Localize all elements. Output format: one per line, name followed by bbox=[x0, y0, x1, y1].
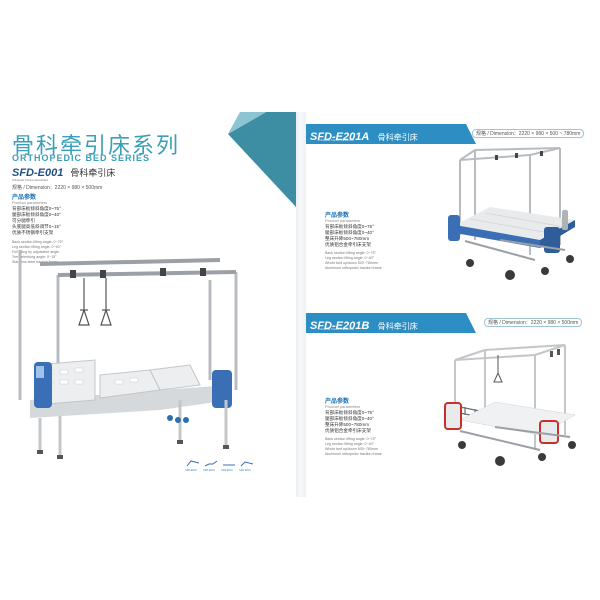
spec-item-en: Leg section lifting angle: 0~40° bbox=[325, 442, 375, 446]
spec-list-en: Back section lifting angle: 0~75° Leg se… bbox=[12, 240, 63, 265]
spec-item: 可分腿牵引 bbox=[12, 218, 35, 223]
product-dimension: 规格 / Dimension：2220 × 980 × 500 ~ 780mm bbox=[472, 129, 585, 138]
orthopedic-bed-illustration bbox=[444, 344, 576, 466]
product-model: SFD-E201A bbox=[310, 131, 370, 143]
spec-item: 优质铝合金牵引床支架 bbox=[325, 242, 371, 247]
decorative-triangles bbox=[228, 112, 296, 207]
product-dimension: 规格 / Dimension：2220 × 980 × 500mm bbox=[12, 185, 103, 191]
spec-item-en: Trendelenburg angle: 0~15° bbox=[12, 255, 57, 259]
product-name: 骨科牵引床 bbox=[377, 133, 418, 142]
spec-item: 背部床板倾斜角度0~75° bbox=[325, 410, 374, 415]
thumbnail-caption: SFD-E001 bbox=[203, 469, 215, 472]
product-model: SFD-E001 bbox=[12, 167, 64, 179]
product-heading: SFD-E201B 骨科牵引床 bbox=[310, 316, 418, 334]
model-banner bbox=[306, 124, 476, 144]
model-banner bbox=[306, 313, 476, 333]
spec-item-en: Leg section lifting angle: 0~40° bbox=[12, 245, 62, 249]
spec-list-cn: 背部床板倾斜角度0~75° 腿部床板倾斜角度0~40° 整床升降500~780m… bbox=[325, 224, 374, 248]
product-name: 骨科牵引床 bbox=[377, 322, 418, 331]
spec-item-en: Whole bed up/down 500~780mm bbox=[325, 447, 378, 451]
spec-item: 整床升降500~780mm bbox=[325, 236, 370, 241]
spec-item: 优质不锈钢牵引支架 bbox=[12, 230, 54, 235]
spec-item-en: Whole bed up/down 500~780mm bbox=[325, 261, 378, 265]
orthopedic-bed-illustration bbox=[448, 147, 575, 280]
spec-list-cn: 背部床板倾斜角度0~75° 腿部床板倾斜角度0~40° 可分腿牵引 头底腿高低斜… bbox=[12, 206, 61, 236]
bed-position-thumbnails bbox=[186, 460, 254, 467]
spec-item-en: Back section lifting angle: 0~75° bbox=[325, 437, 377, 441]
product-model: SFD-E201B bbox=[310, 320, 370, 332]
product-dimension: 规格 / Dimension：2220 × 980 × 500mm bbox=[484, 318, 583, 327]
thumbnail-caption: SFD-E001 bbox=[239, 469, 251, 472]
spec-item: 腿部床板倾斜角度0~40° bbox=[325, 416, 374, 421]
spec-item-en: Aluminum orthopedic traction frame bbox=[325, 266, 382, 270]
spec-item: 背部床板倾斜角度0~75° bbox=[12, 206, 61, 211]
product-heading: SFD-E201A 骨科牵引床 bbox=[310, 127, 418, 145]
page-title: 骨科牵引床系列 bbox=[12, 133, 181, 158]
product-name: 骨科牵引床 bbox=[70, 168, 116, 178]
section-subtitle: Product parameters bbox=[325, 218, 361, 223]
spec-item-en: Back section lifting angle: 0~75° bbox=[12, 240, 64, 244]
spec-item-en: Aluminum orthopedic traction frame bbox=[325, 452, 382, 456]
thumbnail-caption: SFD-E001 bbox=[185, 469, 197, 472]
spec-item-en: Back section lifting angle: 0~75° bbox=[325, 251, 377, 255]
section-title: 产品参数 bbox=[12, 195, 37, 201]
spec-item: 头底腿高低斜调节0~15° bbox=[12, 224, 61, 229]
spec-item: 背部床板倾斜角度0~75° bbox=[325, 224, 374, 229]
spec-item: 整床升降500~780mm bbox=[325, 422, 370, 427]
orthopedic-bed-illustration bbox=[18, 250, 238, 459]
spec-list-en: Back section lifting angle: 0~75° Leg se… bbox=[325, 437, 382, 457]
product-model-sub: Orthopedic Traction Manual Bed bbox=[318, 328, 354, 331]
spec-list-en: Back section lifting angle: 0~75° Leg se… bbox=[325, 251, 382, 271]
spec-item-en: Full lifting by adjustable angle bbox=[12, 250, 60, 254]
spec-item: 优质铝合金牵引床支架 bbox=[325, 428, 371, 433]
section-subtitle: Product parameters bbox=[325, 404, 361, 409]
product-model-sub: Orthopedic Traction Manual Bed bbox=[318, 139, 354, 142]
page-subtitle: ORTHOPEDIC BED SERIES bbox=[12, 153, 151, 163]
spec-item-en: Leg section lifting angle: 0~40° bbox=[325, 256, 375, 260]
page-gutter bbox=[296, 112, 306, 497]
spec-item: 腿部床板倾斜角度0~40° bbox=[325, 230, 374, 235]
product-heading: SFD-E001 骨科牵引床 bbox=[12, 166, 115, 179]
spec-list-cn: 背部床板倾斜角度0~75° 腿部床板倾斜角度0~40° 整床升降500~780m… bbox=[325, 410, 374, 434]
section-title: 产品参数 bbox=[325, 213, 350, 219]
product-model-sub: Orthopedic Traction Manual Bed bbox=[12, 179, 48, 182]
section-subtitle: Product parameters bbox=[12, 200, 48, 205]
spec-item-en: Stainless steel traction frame bbox=[12, 260, 59, 264]
section-title: 产品参数 bbox=[325, 399, 350, 405]
spec-item: 腿部床板倾斜角度0~40° bbox=[12, 212, 61, 217]
thumbnail-caption: SFD-E001 bbox=[221, 469, 233, 472]
